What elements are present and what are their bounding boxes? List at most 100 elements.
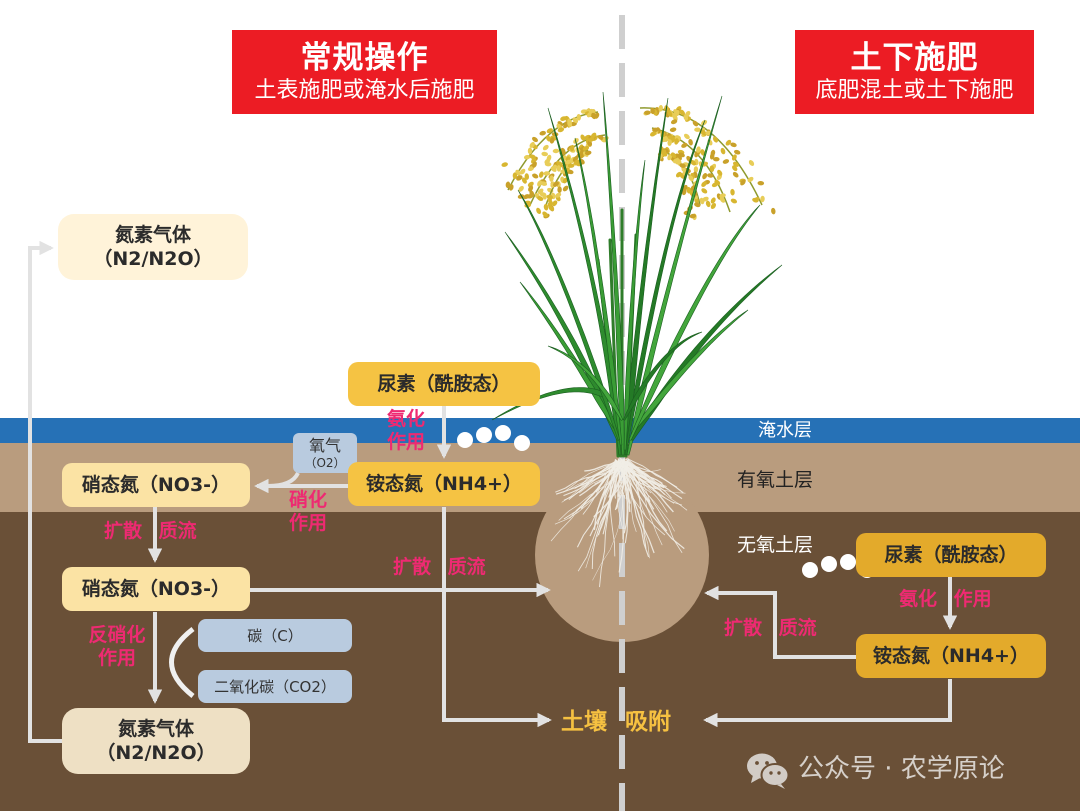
rice-roots [550,457,688,588]
rice-grain [675,171,682,178]
rice-grain [540,181,548,186]
rice-grain [757,180,765,186]
nitrate-node-lower: 硝态氮（NO3-） [62,567,250,611]
rice-root [614,458,626,511]
rice-grain [550,166,557,172]
rice-grain [556,165,562,172]
rice-grain [584,150,592,156]
granule [802,562,818,578]
rice-leaves [491,91,783,456]
rice-grain [725,139,732,146]
rice-grain [679,109,685,116]
ammonification-label-right: 氨化 作用 [899,588,992,610]
rice-grain [753,196,760,203]
rice-grain [692,120,699,127]
rice-grain [711,182,719,188]
rice-grain [543,171,551,176]
node-formula: （N2/N2O） [96,742,216,764]
arrow-oxygen-input [267,472,300,488]
rice-grain [536,207,542,215]
urea-node-right: 尿素（酰胺态） [856,533,1046,577]
rice-grain [523,154,531,160]
rice-grain [591,112,596,120]
rice-grain [702,172,708,180]
rice-grain [709,165,715,172]
rice-grain [512,172,518,179]
rice-grain [519,168,526,175]
header-subtitle: 土表施肥或淹水后施肥 [254,78,475,103]
wechat-icon [747,753,790,789]
rice-grain [667,139,672,146]
rice-grain [544,158,551,165]
header-subtitle: 底肥混土或土下施肥 [815,78,1014,103]
rice-grain [673,158,679,164]
rice-leaf [625,119,706,446]
arrow-ammonium-right-to-root [704,585,856,659]
rice-grain [553,181,559,187]
rice-plant-illustration [491,91,783,588]
rice-grain [712,136,719,143]
nitrate-node-upper: 硝态氮（NO3-） [62,463,250,507]
rice-grain [661,135,667,143]
rice-grain [672,114,678,122]
nitrification-label: 硝化 作用 [289,489,327,535]
rice-root [619,457,655,554]
rice-grain [740,179,746,186]
soil-adsorption-label: 土壤 吸附 [561,709,672,735]
rice-grain [528,185,534,192]
process-line: 反硝化 [88,624,146,646]
arrow-ammonium-to-soil-left [442,507,552,728]
ammonification-label-left: 氨化 作用 [387,408,425,454]
rice-grain [650,131,657,137]
rice-grain [650,107,655,115]
rice-grain [547,196,552,203]
rice-grain [537,180,543,187]
rice-grain [644,110,651,115]
node-name: 氧气 [308,435,341,455]
rice-root [597,463,629,536]
rice-grain [567,120,573,128]
rice-grain [539,192,547,197]
rice-root [584,459,620,472]
rice-leaf [632,309,749,432]
rice-grain [673,109,679,115]
process-line: 作用 [289,512,328,534]
rice-grain [670,152,677,159]
flow-arrows [28,240,958,743]
rice-grain [548,205,555,211]
rice-grain [541,151,548,157]
rice-grain [688,138,693,146]
rice-grain [747,176,754,183]
rice-grain [734,149,741,155]
rice-grain [501,162,508,167]
rice-grain [705,200,711,208]
rice-grain [527,193,534,199]
water-layer-label: 淹水层 [758,420,812,441]
aerobic-layer-label: 有氧土层 [737,469,814,491]
rice-grain [537,196,544,201]
rice-grain [722,159,730,164]
rice-grain [658,105,663,112]
rice-grain [529,154,536,160]
diffusion-label-right: 扩散 质流 [724,617,817,639]
rice-grain [760,195,765,203]
granule [476,427,492,443]
rice-grain [532,136,538,143]
rice-grain [684,133,690,140]
process-line: 作用 [97,647,136,669]
rice-grain [667,153,673,161]
rice-grain [555,192,562,198]
rice-leaf [628,204,761,441]
rice-grain [529,141,535,148]
rice-leaf [622,331,703,421]
rice-root [569,462,620,519]
rice-grain [547,200,553,207]
rice-grain [670,119,678,125]
nitrogen-gas-node-bottom: 氮素气体 （N2/N2O） [62,708,250,774]
rice-grain [674,138,679,145]
rice-grain [652,127,659,133]
rice-grain [667,110,673,117]
rice-grain [681,142,688,148]
denitrification-label: 反硝化 作用 [83,624,151,670]
rice-grain [549,175,554,182]
